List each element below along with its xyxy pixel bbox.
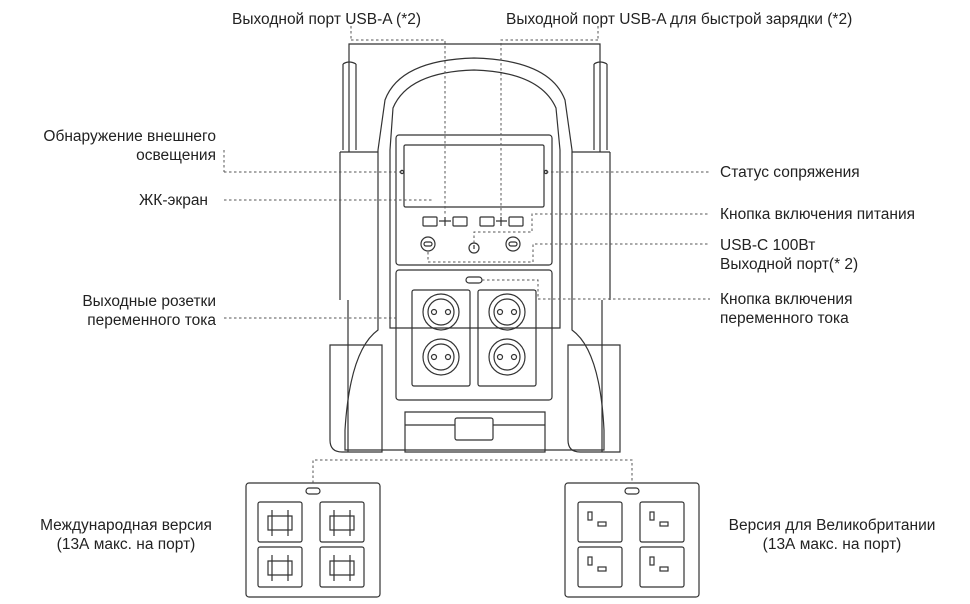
uk-version-label: Версия для Великобритании (13А макс. на … (704, 516, 960, 554)
ac-outlets-label-line1: Выходные розетки (82, 293, 216, 310)
usb-a-output-label: Выходной порт USB-A (*2) (232, 11, 422, 28)
ac-button-label-line1: Кнопка включения (720, 291, 853, 308)
ac-button-label-line2: переменного тока (720, 310, 849, 327)
international-version-line2: (13А макс. на порт) (56, 536, 196, 553)
uk-version-line1: Версия для Великобритании (728, 517, 936, 534)
device-body (329, 57, 621, 453)
ambient-light-label: Обнаружение внешнего освещения (10, 127, 216, 165)
usb-c-output-label: USB-C 100Вт Выходной порт(* 2) (720, 236, 858, 274)
ac-outlets-label: Выходные розетки переменного тока (10, 292, 216, 330)
uk-panel (564, 482, 700, 598)
international-panel (245, 482, 381, 598)
usb-c-output-label-line2: Выходной порт(* 2) (720, 256, 859, 273)
power-button-label: Кнопка включения питания (720, 206, 915, 223)
carry-handle (342, 43, 608, 152)
ac-panel (395, 269, 553, 401)
pairing-status-label: Статус сопряжения (720, 164, 860, 181)
ambient-light-label-line1: Обнаружение внешнего (43, 128, 216, 145)
usb-c-output-label-line1: USB-C 100Вт (720, 237, 816, 254)
usb-a-fast-output-label: Выходной порт USB-A для быстрой зарядки … (506, 11, 853, 28)
international-version-label: Международная версия (13А макс. на порт) (16, 516, 236, 554)
ac-button-label: Кнопка включения переменного тока (720, 290, 852, 328)
ac-outlets-label-line2: переменного тока (87, 312, 216, 329)
device-base (404, 411, 546, 453)
ambient-light-label-line2: освещения (136, 147, 216, 164)
uk-version-line2: (13А макс. на порт) (762, 536, 902, 553)
leader-lines (223, 26, 710, 483)
international-version-line1: Международная версия (40, 517, 212, 534)
lcd-screen-label: ЖК-экран (139, 192, 208, 209)
